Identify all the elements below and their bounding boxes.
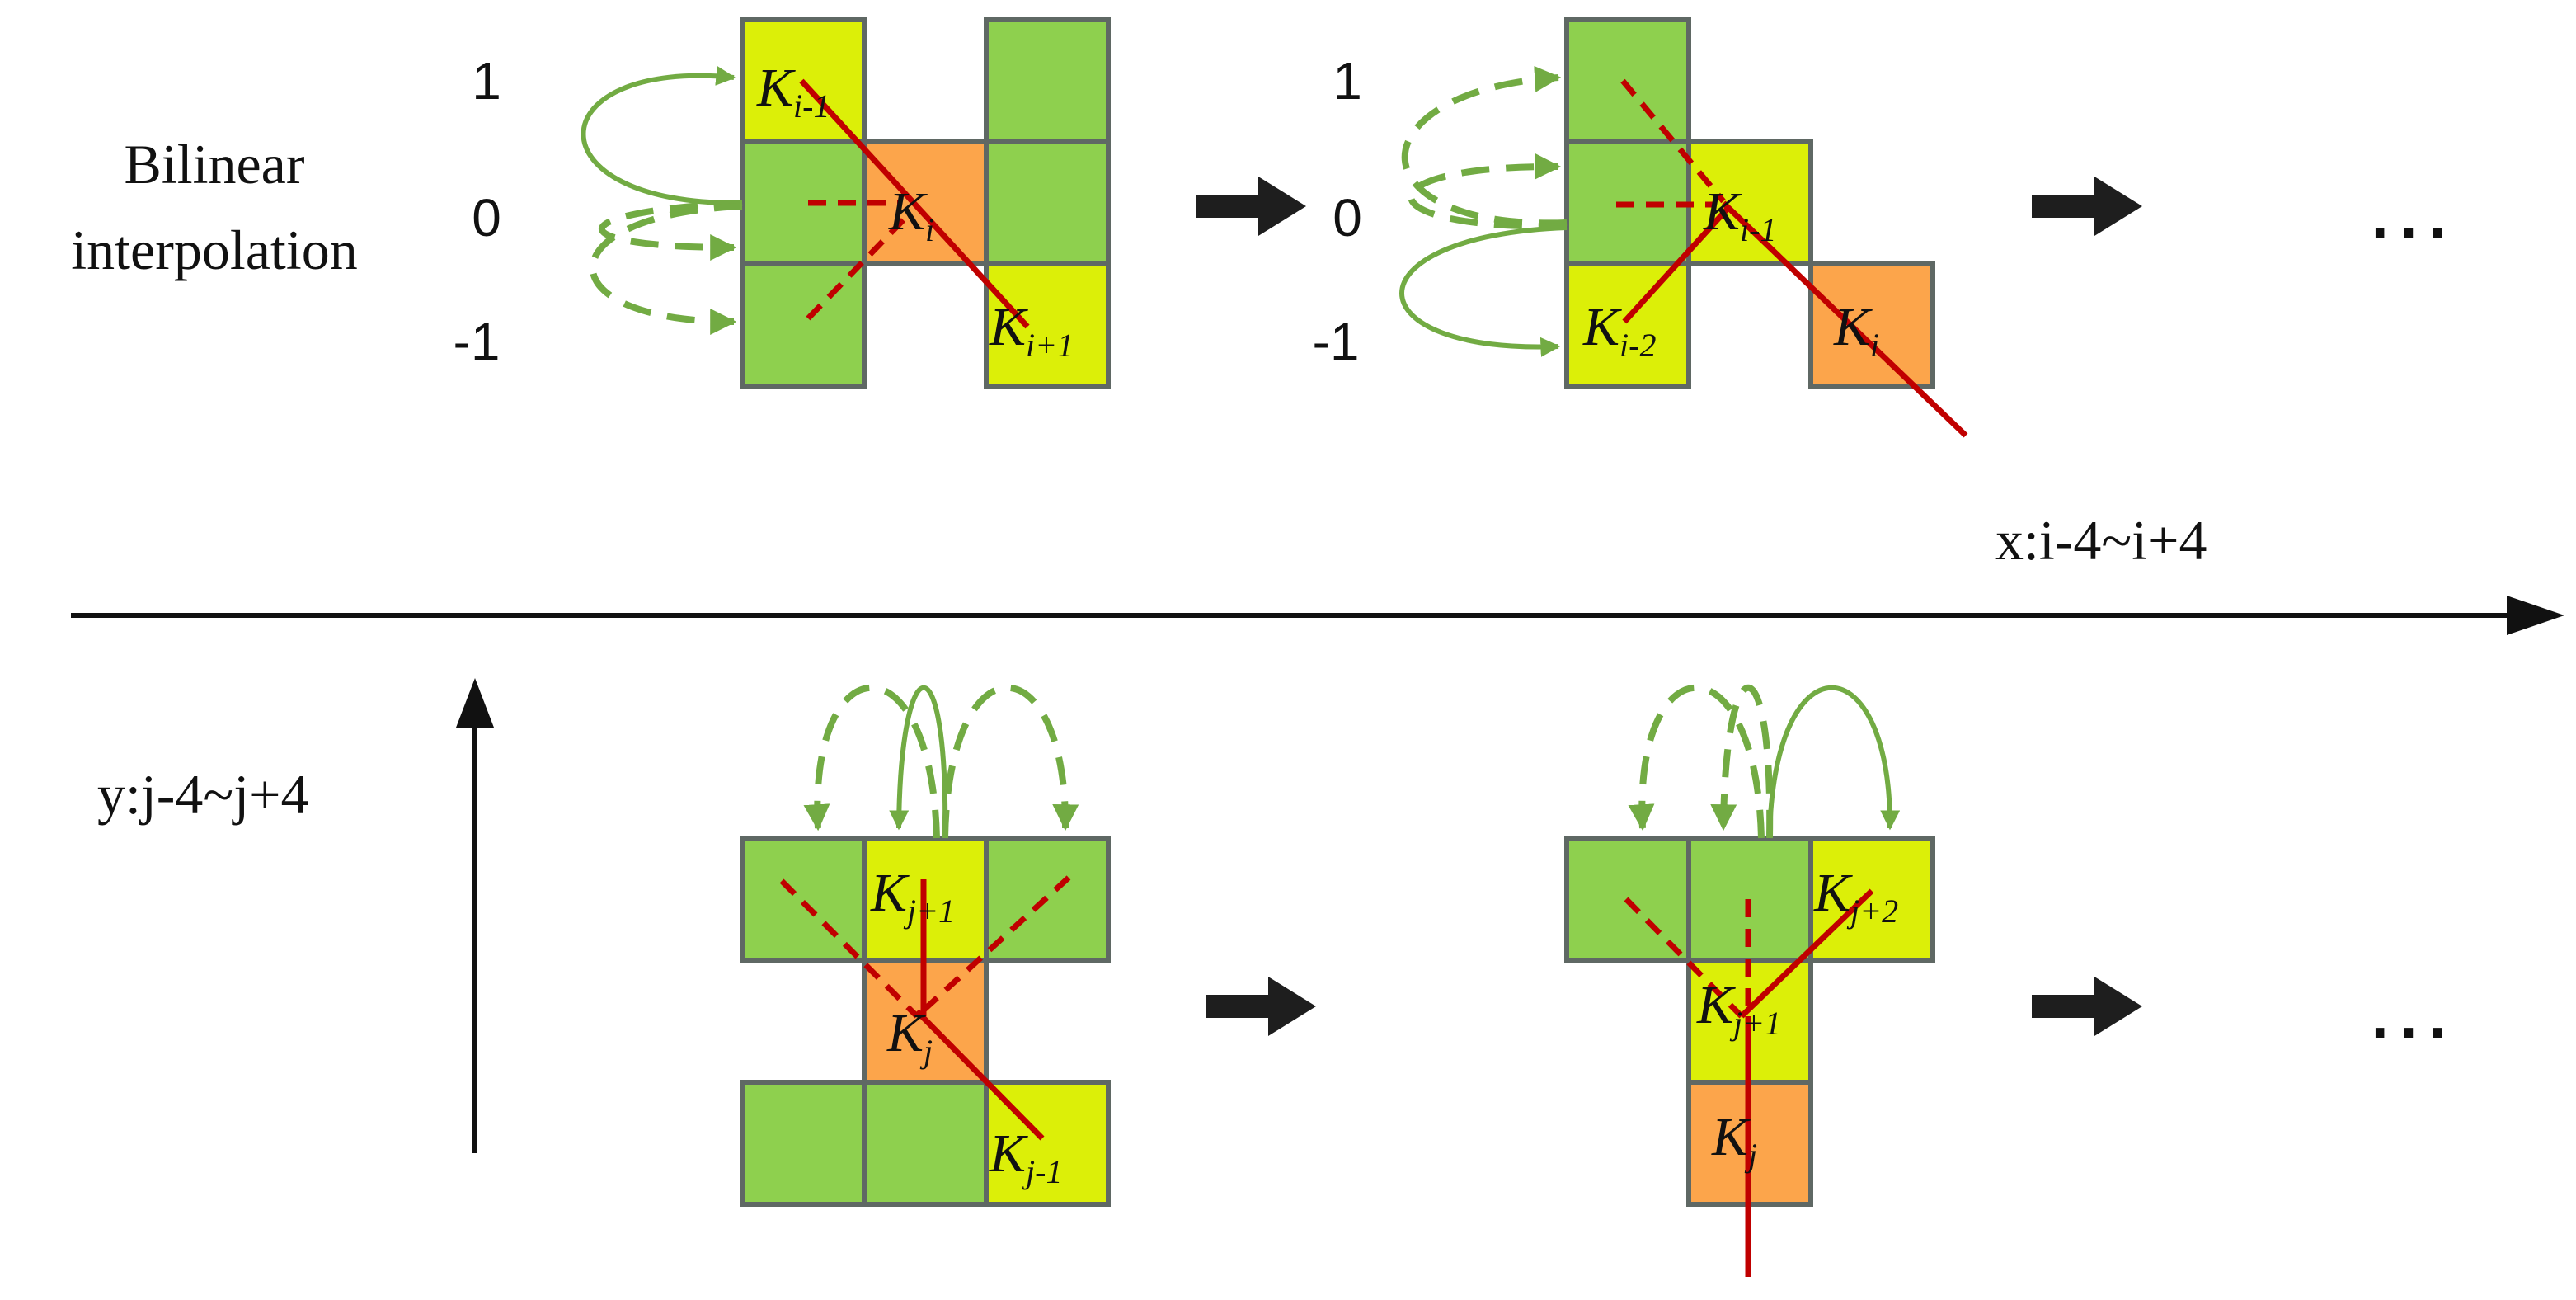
panel-top-2: Ki-1 Ki-2 Ki: [1399, 17, 1968, 438]
flow-arrow: [1196, 177, 1306, 236]
cell: [1564, 261, 1691, 389]
red-solid-line: [914, 1009, 1045, 1141]
k-label-j+1: Kj+1: [1696, 975, 1781, 1042]
green-solid-arrow: [1767, 685, 1901, 839]
green-dashed-arrow: [803, 685, 940, 839]
flow-arrow: [2032, 177, 2142, 236]
k-label-i-1: Ki-1: [756, 58, 830, 125]
cell: [1808, 261, 1935, 389]
red-solid-line: [1622, 207, 1729, 324]
panel-bottom-2: Kj+2 Kj+1 Kj: [1564, 685, 1935, 1277]
green-dashed-arrow: [589, 203, 743, 335]
red-dashed-line: [779, 878, 919, 1019]
green-dashed-arrow: [1408, 153, 1568, 230]
flow-arrow: [1206, 977, 1316, 1036]
red-solid-line: [1721, 200, 1968, 438]
heading-bilinear: Bilinear: [124, 133, 304, 195]
ellipsis: …: [2363, 156, 2454, 257]
k-label-i+1: Ki+1: [989, 297, 1074, 364]
k-label-i-2: Ki-2: [1582, 297, 1656, 364]
red-dashed-line: [1620, 78, 1726, 204]
k-label-i: Ki: [888, 181, 934, 248]
row-label-0: 0: [472, 188, 501, 247]
cell: [740, 1080, 867, 1207]
cell: [984, 139, 1111, 266]
green-dashed-arrow: [1710, 685, 1774, 839]
row-label-neg1: -1: [454, 312, 501, 371]
y-axis-arrowhead: [456, 678, 494, 728]
k-label-i-1: Ki-1: [1703, 181, 1776, 248]
green-solid-arrow: [1399, 225, 1568, 357]
green-dashed-arrow: [1401, 65, 1568, 227]
green-dashed-arrow: [1628, 685, 1765, 839]
cell: [740, 261, 867, 389]
cell: [1808, 836, 1935, 963]
green-solid-arrow: [581, 65, 743, 206]
x-axis-arrowhead: [2507, 596, 2564, 635]
ellipsis: …: [2363, 956, 2454, 1057]
k-label-j: Kj: [1711, 1107, 1757, 1174]
k-label-i: Ki: [1833, 297, 1879, 364]
row-label-neg1-b: -1: [1313, 312, 1360, 371]
heading-interpolation: interpolation: [71, 219, 357, 281]
green-dashed-arrow: [598, 200, 743, 261]
row-label-0-b: 0: [1333, 188, 1362, 247]
flow-arrow: [2032, 977, 2142, 1036]
green-solid-arrow: [889, 685, 948, 839]
cell: [984, 17, 1111, 144]
x-axis-label: x:i-4~i+4: [1995, 509, 2207, 572]
cell: [984, 261, 1111, 389]
panel-bottom-1: Kj+1 Kj Kj-1: [740, 685, 1111, 1207]
y-axis-label: y:j-4~j+4: [97, 763, 308, 826]
k-label-j: Kj: [886, 1003, 933, 1070]
green-dashed-arrow: [942, 685, 1079, 839]
cell: [740, 836, 867, 963]
row-label-1: 1: [472, 51, 501, 111]
panel-top-1: Ki-1 Ki Ki+1: [581, 17, 1111, 389]
k-label-j+2: Kj+2: [1813, 863, 1898, 930]
red-solid-line: [799, 78, 1030, 329]
red-dashed-line: [914, 875, 1071, 1019]
k-label-j-1: Kj-1: [989, 1123, 1062, 1190]
red-dashed-line: [806, 214, 910, 321]
red-solid-line: [1739, 888, 1874, 1019]
k-label-j+1: Kj+1: [870, 863, 955, 930]
cell: [862, 1080, 989, 1207]
row-label-1-b: 1: [1333, 51, 1362, 111]
cell: [1564, 17, 1691, 144]
